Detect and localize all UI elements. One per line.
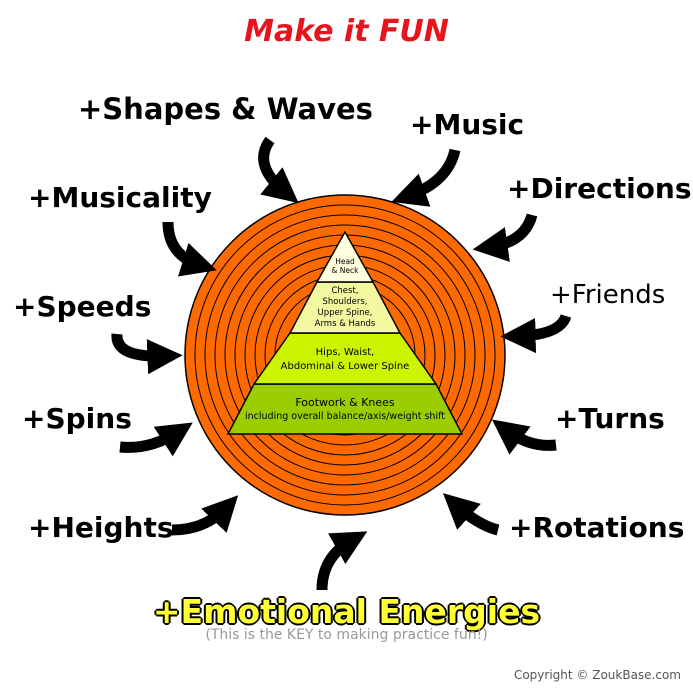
tier1-line2: & Neck <box>332 266 360 275</box>
pyramid-tier-1 <box>315 230 375 283</box>
label-rotations: +Rotations <box>509 511 685 544</box>
label-friends: +Friends <box>550 280 666 310</box>
label-speeds: +Speeds <box>13 290 152 323</box>
label-shapes-waves: +Shapes & Waves <box>78 92 373 126</box>
pyramid-tier-4 <box>226 383 464 435</box>
emotional-energies-label: +Emotional Energies <box>152 592 541 631</box>
label-musicality: +Musicality <box>28 181 212 214</box>
tier2-line1: Chest, <box>331 286 358 296</box>
tier1-line1: Head <box>335 257 355 266</box>
arrow-musicality-icon <box>162 221 217 277</box>
arrow-shapes-waves-icon <box>258 136 299 204</box>
arrow-directions-icon <box>472 213 538 262</box>
copyright: Copyright © ZoukBase.com <box>513 668 681 682</box>
label-heights: +Heights <box>28 511 174 544</box>
arrow-turns-icon <box>491 419 557 455</box>
label-directions: +Directions <box>507 172 692 205</box>
tier4-line2: including overall balance/axis/weight sh… <box>245 411 445 422</box>
arrow-heights-icon <box>171 495 239 536</box>
page-title: Make it FUN <box>244 14 449 49</box>
tier2-line2: Shoulders, <box>323 297 368 307</box>
tier4-line1: Footwork & Knees <box>295 396 395 409</box>
arrow-music-icon <box>391 148 461 207</box>
arrow-friends-icon <box>500 313 572 354</box>
key-note: (This is the KEY to making practice fun!… <box>205 627 488 643</box>
arrow-spins-icon <box>119 422 193 457</box>
arrow-rotations-icon <box>442 493 500 536</box>
arrow-speeds-icon <box>111 333 183 375</box>
arrow-emotional-icon <box>316 531 368 591</box>
label-spins: +Spins <box>22 402 132 435</box>
tier2-line4: Arms & Hands <box>315 319 376 329</box>
label-turns: +Turns <box>555 402 665 435</box>
tier2-line3: Upper Spine, <box>318 308 373 318</box>
tier3-line2: Abdominal & Lower Spine <box>281 361 410 372</box>
tier3-line1: Hips, Waist, <box>316 347 375 358</box>
label-music: +Music <box>410 108 525 141</box>
